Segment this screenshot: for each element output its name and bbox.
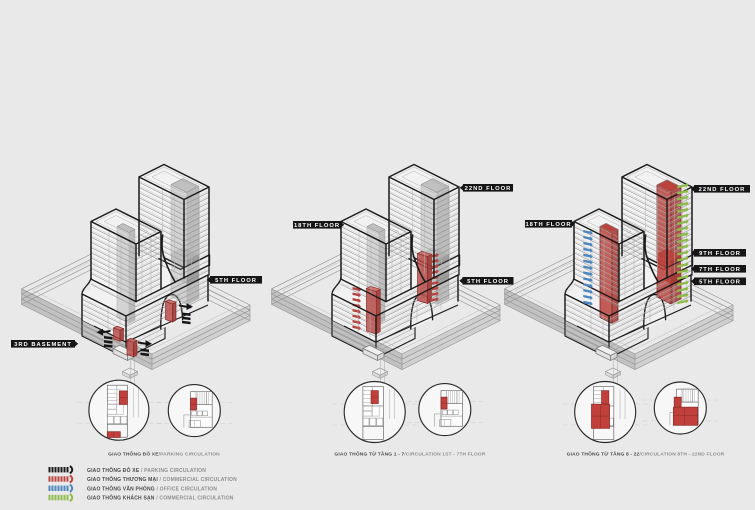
svg-text:22ND FLOOR: 22ND FLOOR [699, 187, 746, 193]
svg-text:GIAO THÔNG VĂN PHÒNG / OFFICE: GIAO THÔNG VĂN PHÒNG / OFFICE CIRCULATIO… [87, 484, 217, 492]
svg-text:5TH FLOOR: 5TH FLOOR [699, 279, 741, 285]
svg-text:18TH FLOOR: 18TH FLOOR [294, 223, 340, 229]
svg-text:5TH FLOOR: 5TH FLOOR [215, 278, 257, 284]
svg-text:GIAO THÔNG TỪ TẦNG 1 - 7/CIRCU: GIAO THÔNG TỪ TẦNG 1 - 7/CIRCULATION 1ST… [334, 450, 485, 458]
svg-text:GIAO THÔNG ĐỖ XE / PARKING CIR: GIAO THÔNG ĐỖ XE / PARKING CIRCULATION [87, 466, 206, 474]
svg-text:3RD BASEMENT: 3RD BASEMENT [14, 342, 72, 348]
svg-text:22ND FLOOR: 22ND FLOOR [465, 186, 512, 192]
svg-text:GIAO THÔNG ĐỖ XE/PARKING CIRCU: GIAO THÔNG ĐỖ XE/PARKING CIRCULATION [108, 450, 220, 458]
svg-text:GIAO THÔNG TỪ TẦNG 8 - 22/CIRC: GIAO THÔNG TỪ TẦNG 8 - 22/CIRCULATION 8T… [567, 450, 725, 458]
svg-text:GIAO THÔNG KHÁCH SẠN / COMMERC: GIAO THÔNG KHÁCH SẠN / COMMERCIAL CIRCUL… [87, 494, 234, 502]
svg-text:18TH FLOOR: 18TH FLOOR [525, 222, 571, 228]
svg-text:GIAO THÔNG THƯƠNG MẠI / COMMER: GIAO THÔNG THƯƠNG MẠI / COMMERCIAL CIRCU… [87, 475, 237, 483]
svg-text:5TH FLOOR: 5TH FLOOR [467, 279, 509, 285]
svg-text:9TH FLOOR: 9TH FLOOR [699, 251, 741, 257]
svg-text:7TH FLOOR: 7TH FLOOR [699, 267, 741, 273]
